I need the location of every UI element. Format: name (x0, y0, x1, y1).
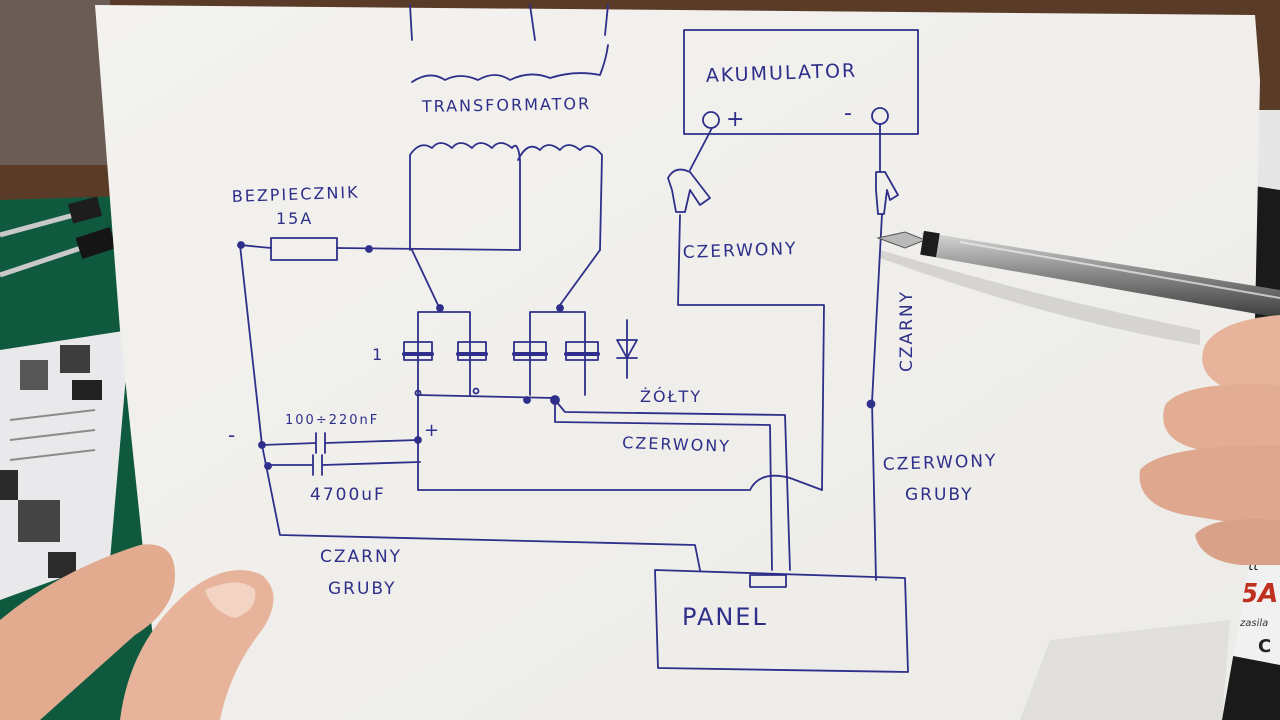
black-thick-label-2: GRUBY (328, 579, 397, 599)
schematic (237, 4, 919, 673)
red-wire-2 (554, 399, 773, 571)
paper-shadow (1020, 620, 1230, 720)
rectifier-bridge (402, 304, 638, 444)
screwdrivers (0, 196, 117, 278)
cap-big-label: 4700uF (310, 485, 386, 505)
clamp-right (875, 171, 899, 215)
black-thick-label-1: CZARNY (320, 547, 402, 567)
bottom-left-box (0, 0, 110, 165)
battery-box (683, 29, 919, 135)
red-wire (677, 127, 825, 491)
left-rail (239, 244, 701, 571)
red-thick-label-2: GRUBY (905, 485, 974, 505)
panel-box (654, 569, 909, 673)
panel-label: PANEL (682, 603, 768, 631)
battery-label: AKUMULATOR (705, 60, 857, 87)
black-wire-vertical-label: CZARNY (897, 290, 917, 372)
battery-minus: - (844, 101, 854, 126)
pen (876, 230, 1280, 318)
schematic-labels: TRANSFORMATOR BEZPIECZNIK 15A AKUMULATOR… (228, 60, 998, 631)
transformer-label: TRANSFORMATOR (421, 94, 592, 116)
fuse (237, 237, 521, 261)
yellow-wire-label: ŻÓŁTY (640, 387, 702, 406)
plus-mark: + (424, 420, 441, 441)
leaflet-corner: C (1258, 636, 1271, 657)
paper-sheet (95, 5, 1260, 720)
fuse-label: BEZPIECZNIK (231, 183, 359, 206)
red-wire-label: CZERWONY (682, 239, 797, 263)
leaflet-left (0, 330, 130, 600)
top-scribble (409, 4, 609, 83)
minus-mark: - (228, 423, 237, 447)
yellow-wire (554, 399, 791, 571)
capacitors (258, 394, 823, 491)
transformer (409, 142, 603, 306)
leaflet-small: zasila (1239, 618, 1268, 629)
red-thick-label-1: CZERWONY (882, 451, 997, 475)
right-hand (1139, 315, 1280, 565)
cap-small-label: 100÷220nF (285, 413, 379, 428)
red-wire-2-label: CZERWONY (622, 433, 731, 456)
pen-shadow (880, 250, 1200, 345)
battery-plus: + (726, 107, 746, 132)
clamp-left (667, 168, 711, 213)
left-hand (0, 544, 274, 720)
fuse-rating: 15A (276, 209, 313, 228)
bridge-mark: 1 (372, 345, 384, 364)
